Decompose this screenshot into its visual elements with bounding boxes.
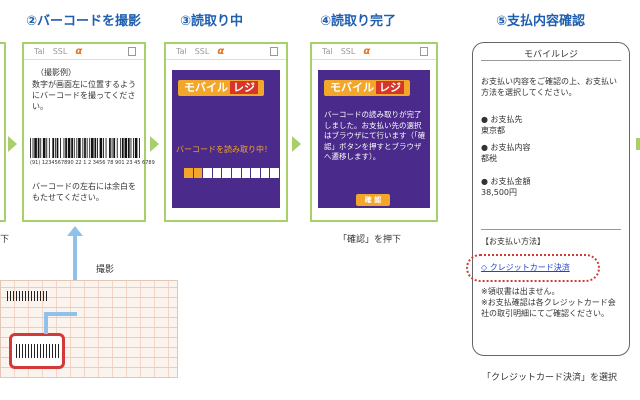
screen-title: モバイルレジ	[481, 47, 621, 61]
step-title-complete: ④読取り完了	[320, 14, 397, 29]
credit-card-option[interactable]: ◇ クレジットカード決済	[481, 263, 570, 272]
reading-screen: モバイルレジ バーコードを読み取り中！	[172, 70, 280, 208]
connector-line	[44, 312, 48, 334]
complete-message: バーコードの読み取りが完了しました。お支払い先の選択はブラウザにて行います（「確…	[324, 110, 426, 161]
payee-value: 東京都	[481, 126, 505, 135]
progress-segment	[232, 168, 242, 178]
phone-capture: Tal SSL α （撮影例） 数字が画面左に位置するようにバーコードを撮ってく…	[22, 42, 155, 222]
next-arrow-edge	[636, 138, 640, 150]
menu-icon	[270, 47, 278, 56]
select-credit-caption: 「クレジットカード決済」を選択	[482, 373, 618, 383]
mobile-regi-logo: モバイルレジ	[324, 80, 410, 96]
barcode-number: (91) 1234567890 22 1 2 3456 78 901 23 45…	[30, 160, 155, 166]
status-bar: Tal SSL α	[312, 44, 436, 60]
progress-segment	[203, 168, 213, 178]
ssl-label: SSL	[194, 47, 210, 56]
progress-segment	[222, 168, 232, 178]
left-edge-caption: 下	[0, 235, 10, 245]
receipt-note: ※領収書は出ません。	[481, 287, 560, 296]
ssl-label: SSL	[52, 47, 68, 56]
capture-instruction: 数字が画面左に位置するようにバーコードを撮ってください。	[32, 80, 136, 111]
example-label: （撮影例）	[36, 68, 76, 77]
upload-arrow-shaft	[73, 232, 77, 314]
slip-barcode-highlight	[9, 333, 65, 369]
connector-line	[44, 312, 77, 316]
barcode-image	[30, 138, 140, 158]
menu-icon	[128, 47, 136, 56]
method-label: 【お支払い方法】	[481, 237, 545, 246]
step-title-confirm: ⑤支払内容確認	[496, 14, 586, 29]
progress-segment	[184, 168, 194, 178]
alpha-icon: α	[217, 46, 225, 57]
selection-highlight	[466, 254, 600, 282]
progress-segment	[261, 168, 271, 178]
flow-arrow	[150, 136, 159, 152]
slip-barcode	[7, 291, 47, 301]
signal-icon: Tal	[322, 47, 333, 56]
intro-text: お支払い内容をご確認の上、お支払い方法を選択してください。	[481, 77, 617, 97]
step-title-capture: ②バーコードを撮影	[26, 14, 142, 29]
reading-progress-bar	[184, 168, 280, 178]
shoot-caption: 撮影	[96, 265, 115, 275]
flow-arrow	[8, 136, 17, 152]
alpha-icon: α	[75, 46, 83, 57]
step-title-reading: ③読取り中	[180, 14, 244, 29]
ssl-label: SSL	[340, 47, 356, 56]
phone-complete: Tal SSL α モバイルレジ バーコードの読み取りが完了しました。お支払い先…	[310, 42, 438, 222]
flow-arrow	[292, 136, 301, 152]
progress-segment	[242, 168, 252, 178]
content-value: 都税	[481, 154, 497, 163]
phone-payment-confirm: モバイルレジ お支払い内容をご確認の上、お支払い方法を選択してください。 ● お…	[472, 42, 630, 356]
progress-segment	[270, 168, 280, 178]
prev-phone-edge	[0, 42, 6, 222]
content-label: ● お支払内容	[481, 143, 531, 152]
signal-icon: Tal	[34, 47, 45, 56]
amount-label: ● お支払金額	[481, 177, 531, 186]
amount-value: 38,500円	[481, 188, 517, 197]
menu-icon	[420, 47, 428, 56]
alpha-icon: α	[363, 46, 371, 57]
status-bar: Tal SSL α	[166, 44, 286, 60]
progress-segment	[251, 168, 261, 178]
mobile-regi-logo: モバイルレジ	[178, 80, 264, 96]
margin-note: バーコードの左右には余白をもたせてください。	[32, 182, 136, 202]
complete-screen: モバイルレジ バーコードの読み取りが完了しました。お支払い先の選択はブラウザにて…	[318, 70, 430, 208]
press-confirm-caption: 「確認」を押下	[338, 235, 402, 245]
payee-label: ● お支払先	[481, 115, 523, 124]
signal-icon: Tal	[176, 47, 187, 56]
confirm-button[interactable]: 確 認	[356, 194, 390, 206]
progress-segment	[213, 168, 223, 178]
reading-message: バーコードを読み取り中！	[176, 145, 272, 154]
progress-segment	[193, 168, 204, 178]
payment-slip-image	[0, 280, 178, 378]
phone-reading: Tal SSL α モバイルレジ バーコードを読み取り中！	[164, 42, 288, 222]
status-bar: Tal SSL α	[24, 44, 144, 60]
upload-arrow-icon	[67, 226, 83, 236]
divider	[481, 229, 621, 230]
confirm-note: ※お支払確認は各クレジットカード会社の取引明細にてご確認ください。	[481, 298, 616, 318]
